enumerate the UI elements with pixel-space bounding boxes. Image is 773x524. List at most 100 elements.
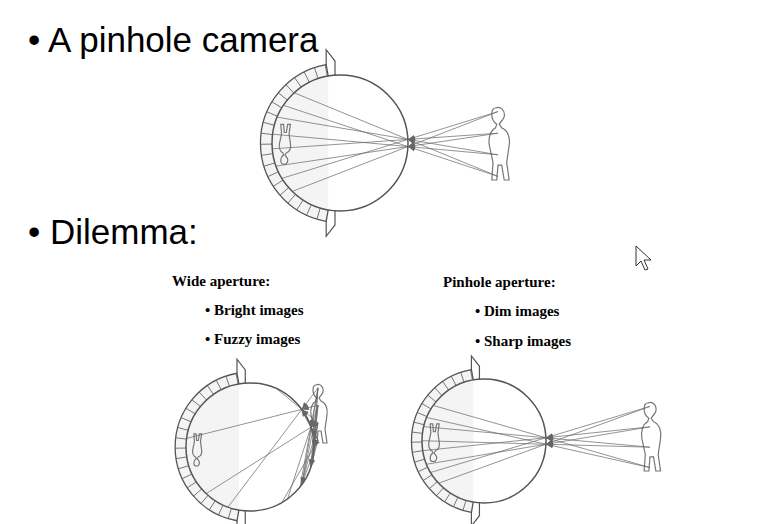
- ray-arrowhead: [408, 146, 415, 151]
- housing-segment: [417, 413, 427, 417]
- light-ray: [294, 93, 498, 177]
- pinhole-camera-top: [260, 50, 509, 237]
- inverted-image: [279, 124, 290, 164]
- housing-segment: [463, 500, 466, 510]
- housing-segment: [436, 488, 443, 496]
- housing-segment: [461, 372, 464, 382]
- housing-segment: [451, 376, 456, 385]
- housing-tab: [471, 502, 479, 524]
- bullet-text: • Sharp images: [475, 332, 571, 350]
- housing-segment: [428, 395, 436, 402]
- housing-segment: [297, 200, 303, 210]
- light-ray: [423, 427, 650, 451]
- housing-segment: [267, 112, 278, 117]
- housing-segment: [304, 72, 309, 82]
- housing-segment: [263, 122, 274, 125]
- housing-segment: [192, 400, 200, 407]
- housing-segment: [443, 381, 449, 390]
- housing-segment: [175, 448, 186, 449]
- light-ray: [292, 112, 498, 192]
- ray-arrowhead: [302, 405, 309, 410]
- housing-segment: [207, 385, 213, 394]
- housing-segment: [423, 475, 432, 481]
- light-ray: [431, 406, 650, 472]
- housing-segment: [268, 172, 278, 177]
- ray-arrowhead: [546, 443, 553, 448]
- bullet-text: • Dim images: [475, 302, 559, 320]
- housing-segment: [415, 459, 425, 462]
- housing-tab: [237, 510, 245, 524]
- housing-segment: [216, 380, 221, 390]
- housing-segment: [194, 489, 202, 496]
- light-ray: [299, 406, 318, 440]
- ray-arrowhead: [301, 477, 306, 484]
- housing-segment: [412, 432, 422, 433]
- bullet-heading: • Dilemma:: [28, 214, 198, 250]
- light-ray: [311, 423, 318, 468]
- housing-segment: [317, 208, 320, 219]
- housing-segment: [295, 78, 302, 87]
- light-ray: [300, 388, 318, 487]
- housing-segment: [178, 466, 188, 469]
- camera-body: [272, 75, 408, 211]
- housing-segment: [176, 438, 187, 439]
- housing-segment: [435, 388, 442, 396]
- housing-segment: [280, 188, 289, 196]
- housing-segment: [278, 93, 287, 100]
- housing-segment: [471, 370, 473, 380]
- ray-arrowhead: [546, 437, 553, 442]
- light-ray: [277, 389, 318, 423]
- housing-segment: [273, 180, 283, 186]
- housing-segment: [182, 474, 192, 479]
- housing-segment: [181, 418, 191, 422]
- mouse-cursor: [636, 246, 651, 270]
- housing-segment: [307, 205, 312, 215]
- ray-arrowhead: [301, 477, 306, 484]
- ray-arrowhead: [302, 477, 307, 484]
- housing-segment: [260, 144, 272, 145]
- light-ray: [276, 133, 498, 166]
- inverted-image: [429, 424, 440, 462]
- housing-segment: [325, 65, 327, 76]
- ray-arrowhead: [408, 139, 415, 144]
- housing-segment: [228, 508, 231, 518]
- housing-tab: [326, 50, 335, 76]
- camera-body: [186, 383, 314, 511]
- housing-segment: [236, 373, 238, 384]
- light-ray: [273, 134, 498, 155]
- light-ray: [228, 388, 318, 507]
- housing-segment: [261, 133, 272, 134]
- housing-segment: [422, 403, 431, 408]
- housing-tab: [326, 210, 335, 236]
- light-ray: [187, 405, 318, 438]
- housing-segment: [264, 163, 275, 166]
- housing-segment: [314, 68, 318, 79]
- bullet-text: Pinhole aperture:: [443, 273, 556, 291]
- housing-segment: [186, 408, 195, 414]
- object-figure: [489, 107, 509, 180]
- light-ray: [427, 417, 650, 467]
- camera-housing: [260, 65, 328, 222]
- housing-segment: [418, 467, 428, 471]
- housing-segment: [209, 501, 215, 510]
- housing-segment: [411, 442, 422, 443]
- bullet-text: Wide aperture:: [172, 272, 270, 290]
- light-ray: [302, 440, 318, 485]
- bullet-text: • Fuzzy images: [205, 330, 300, 348]
- light-ray: [433, 405, 650, 467]
- housing-segment: [226, 376, 229, 386]
- housing-segment: [201, 495, 208, 503]
- housing-segment: [453, 497, 457, 507]
- housing-segment: [199, 392, 206, 400]
- ray-arrowhead: [310, 459, 315, 466]
- bullet-text: • Bright images: [205, 301, 304, 319]
- light-ray: [277, 117, 498, 155]
- housing-segment: [414, 422, 424, 425]
- light-ray: [427, 427, 650, 464]
- housing-tab: [237, 359, 245, 384]
- inverted-image: [193, 434, 202, 466]
- housing-segment: [429, 482, 437, 489]
- housing-tab: [471, 356, 479, 380]
